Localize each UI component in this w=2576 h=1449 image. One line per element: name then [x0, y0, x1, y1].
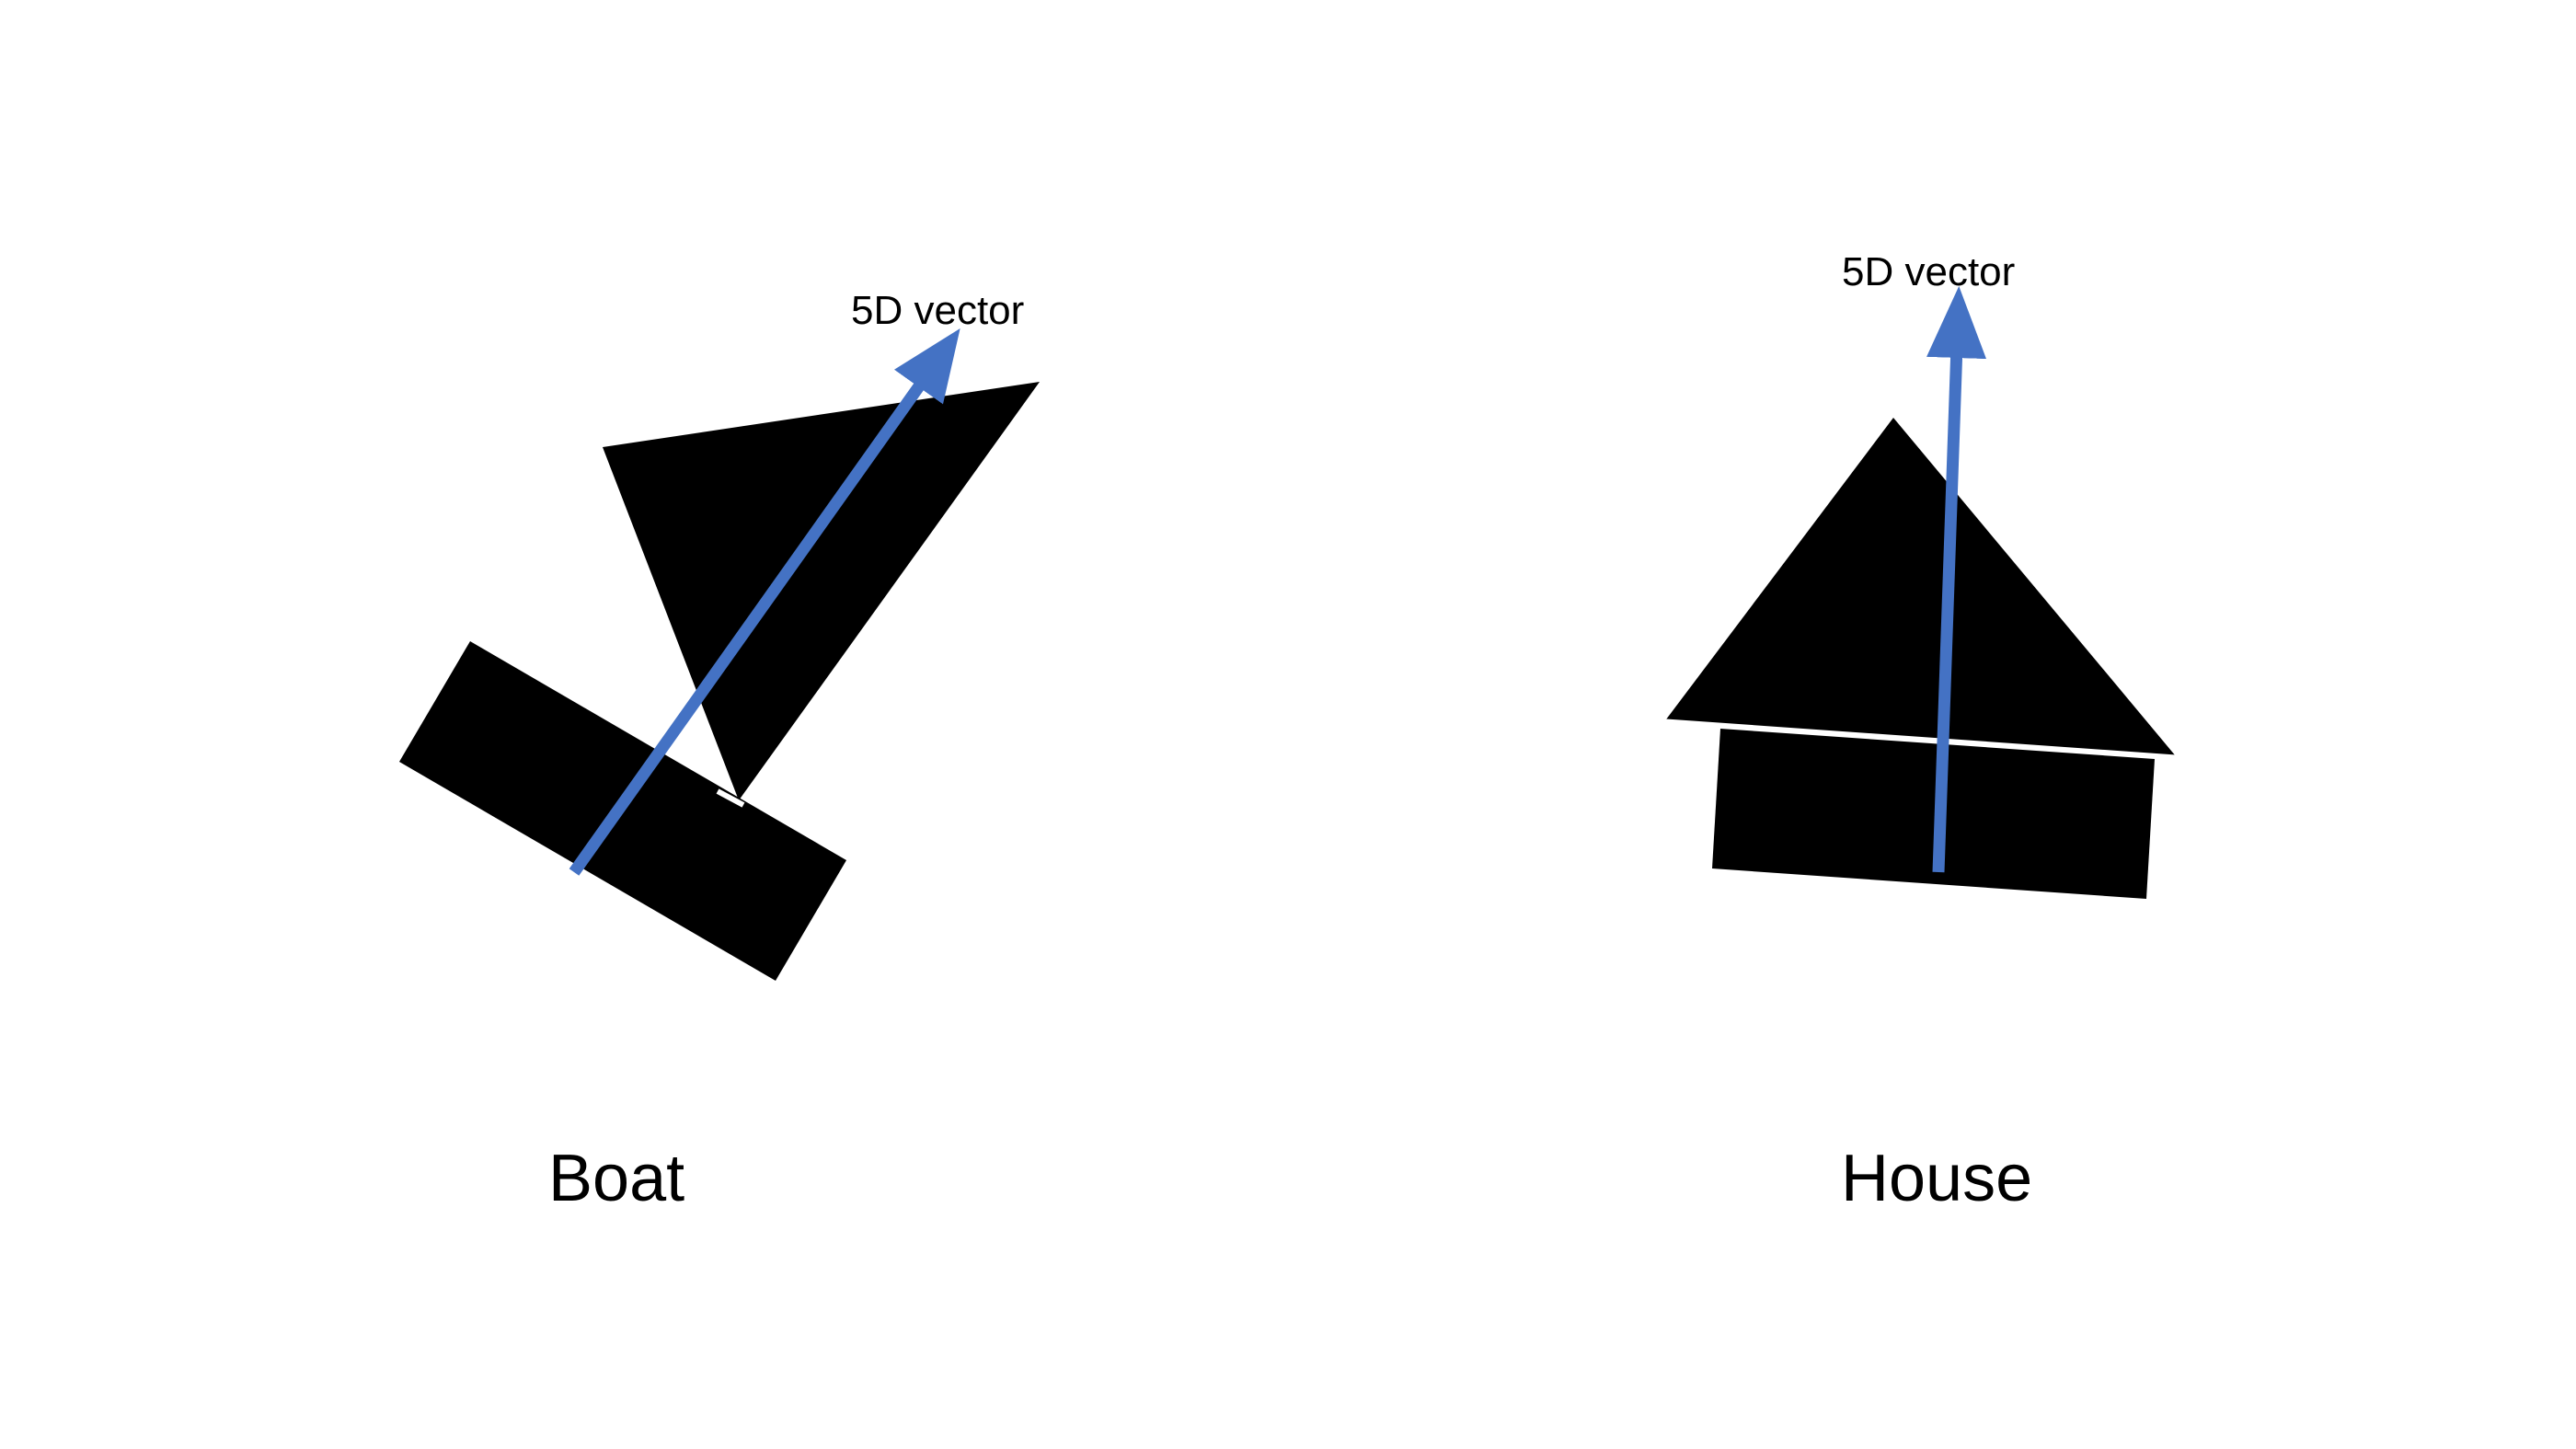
boat-vector-label: 5D vector	[851, 288, 1024, 333]
boat-sail-gap	[716, 788, 745, 808]
house-roof	[1666, 418, 2176, 756]
house-vector-arrow	[1926, 286, 1987, 873]
boat-caption: Boat	[548, 1142, 684, 1215]
house-figure: 5D vector House	[1665, 249, 2177, 1215]
boat-figure: 5D vector Boat	[399, 288, 1040, 1215]
boat-vector-arrow	[569, 328, 960, 876]
boat-sail	[603, 382, 1040, 800]
house-vector-label: 5D vector	[1842, 249, 2015, 294]
house-walls	[1712, 729, 2155, 899]
house-roof-seam	[1665, 719, 2177, 760]
house-caption: House	[1841, 1142, 2032, 1215]
